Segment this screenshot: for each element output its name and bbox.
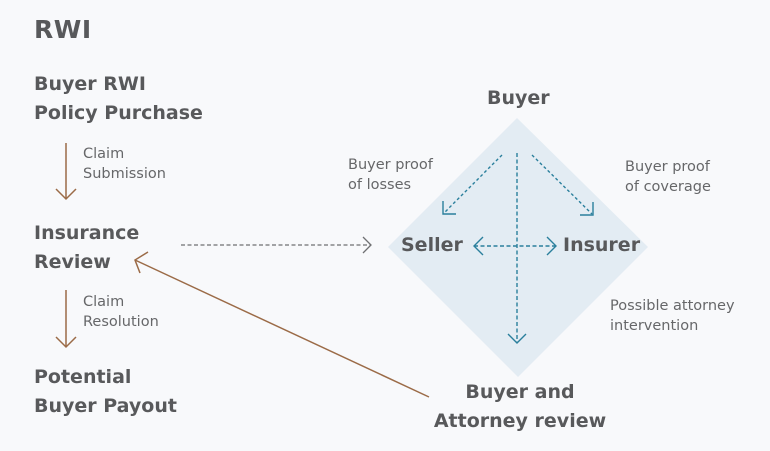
buyer-to-attorney-arrow bbox=[507, 153, 527, 344]
buyer-to-seller-arrow bbox=[442, 154, 503, 215]
node-buyer: Buyer bbox=[487, 87, 550, 109]
node-line: Attorney review bbox=[433, 410, 607, 432]
transition-line: Claim bbox=[83, 146, 125, 162]
label-proof-of-coverage: Buyer proof of coverage bbox=[625, 158, 711, 197]
transition-claim-submission: Claim Submission bbox=[83, 145, 166, 184]
step-policy-purchase: Buyer RWI Policy Purchase bbox=[34, 70, 203, 128]
claim-resolution-arrow bbox=[55, 290, 77, 349]
step-line: Review bbox=[34, 251, 111, 273]
node-attorney-review: Buyer and Attorney review bbox=[420, 378, 620, 436]
node-line: Buyer and bbox=[465, 381, 575, 403]
claim-submission-arrow bbox=[55, 143, 77, 201]
label-line: Buyer proof bbox=[625, 159, 710, 175]
node-seller: Seller bbox=[401, 234, 463, 256]
label-attorney-intervention: Possible attorney intervention bbox=[610, 297, 735, 336]
step-insurance-review: Insurance Review bbox=[34, 219, 139, 277]
node-insurer: Insurer bbox=[563, 234, 641, 256]
transition-line: Claim bbox=[83, 294, 125, 310]
label-line: of losses bbox=[348, 176, 412, 193]
step-line: Insurance bbox=[34, 222, 140, 244]
transition-claim-resolution: Claim Resolution bbox=[83, 293, 159, 332]
label-line: intervention bbox=[610, 317, 699, 334]
step-line: Policy Purchase bbox=[34, 102, 203, 124]
step-line: Potential bbox=[34, 366, 132, 388]
page-title: RWI bbox=[34, 15, 92, 44]
transition-line: Resolution bbox=[83, 313, 159, 330]
buyer-to-insurer-arrow bbox=[531, 154, 594, 216]
label-line: Possible attorney bbox=[610, 298, 735, 314]
seller-insurer-arrow bbox=[473, 236, 557, 256]
label-line: of coverage bbox=[625, 178, 711, 195]
review-to-diamond-arrow bbox=[181, 236, 372, 254]
transition-line: Submission bbox=[83, 165, 166, 182]
step-line: Buyer Payout bbox=[34, 395, 177, 417]
step-buyer-payout: Potential Buyer Payout bbox=[34, 363, 177, 421]
label-line: Buyer proof bbox=[348, 157, 433, 173]
step-line: Buyer RWI bbox=[34, 73, 146, 95]
diamond-shape bbox=[388, 118, 648, 377]
attorney-to-review-arrow bbox=[134, 251, 430, 398]
label-proof-of-losses: Buyer proof of losses bbox=[348, 156, 433, 195]
